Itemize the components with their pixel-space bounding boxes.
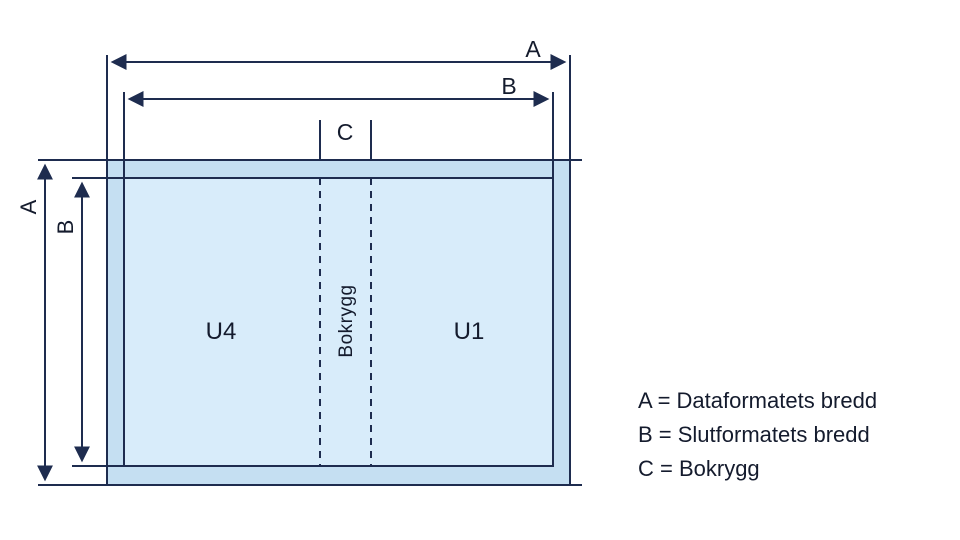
legend-line-b: B = Slutformatets bredd [638, 422, 870, 447]
spine-label: Bokrygg [336, 284, 357, 357]
legend-line-a: A = Dataformatets bredd [638, 388, 877, 413]
dim-label-b-top: B [501, 73, 516, 99]
diagram-shapes [37, 54, 582, 486]
dim-label-b-left: B [53, 220, 78, 235]
dim-label-c-top: C [337, 119, 354, 145]
dim-label-a-left: A [16, 199, 41, 214]
dim-label-a-top: A [525, 36, 541, 62]
front-cover-label: U1 [454, 318, 485, 345]
legend-line-c: C = Bokrygg [638, 456, 760, 481]
diagram-labels: A B C A B U4 Bokrygg U1 A = Dataformatet… [16, 36, 877, 481]
back-cover-label: U4 [206, 318, 237, 345]
final-format-rect [123, 177, 554, 467]
